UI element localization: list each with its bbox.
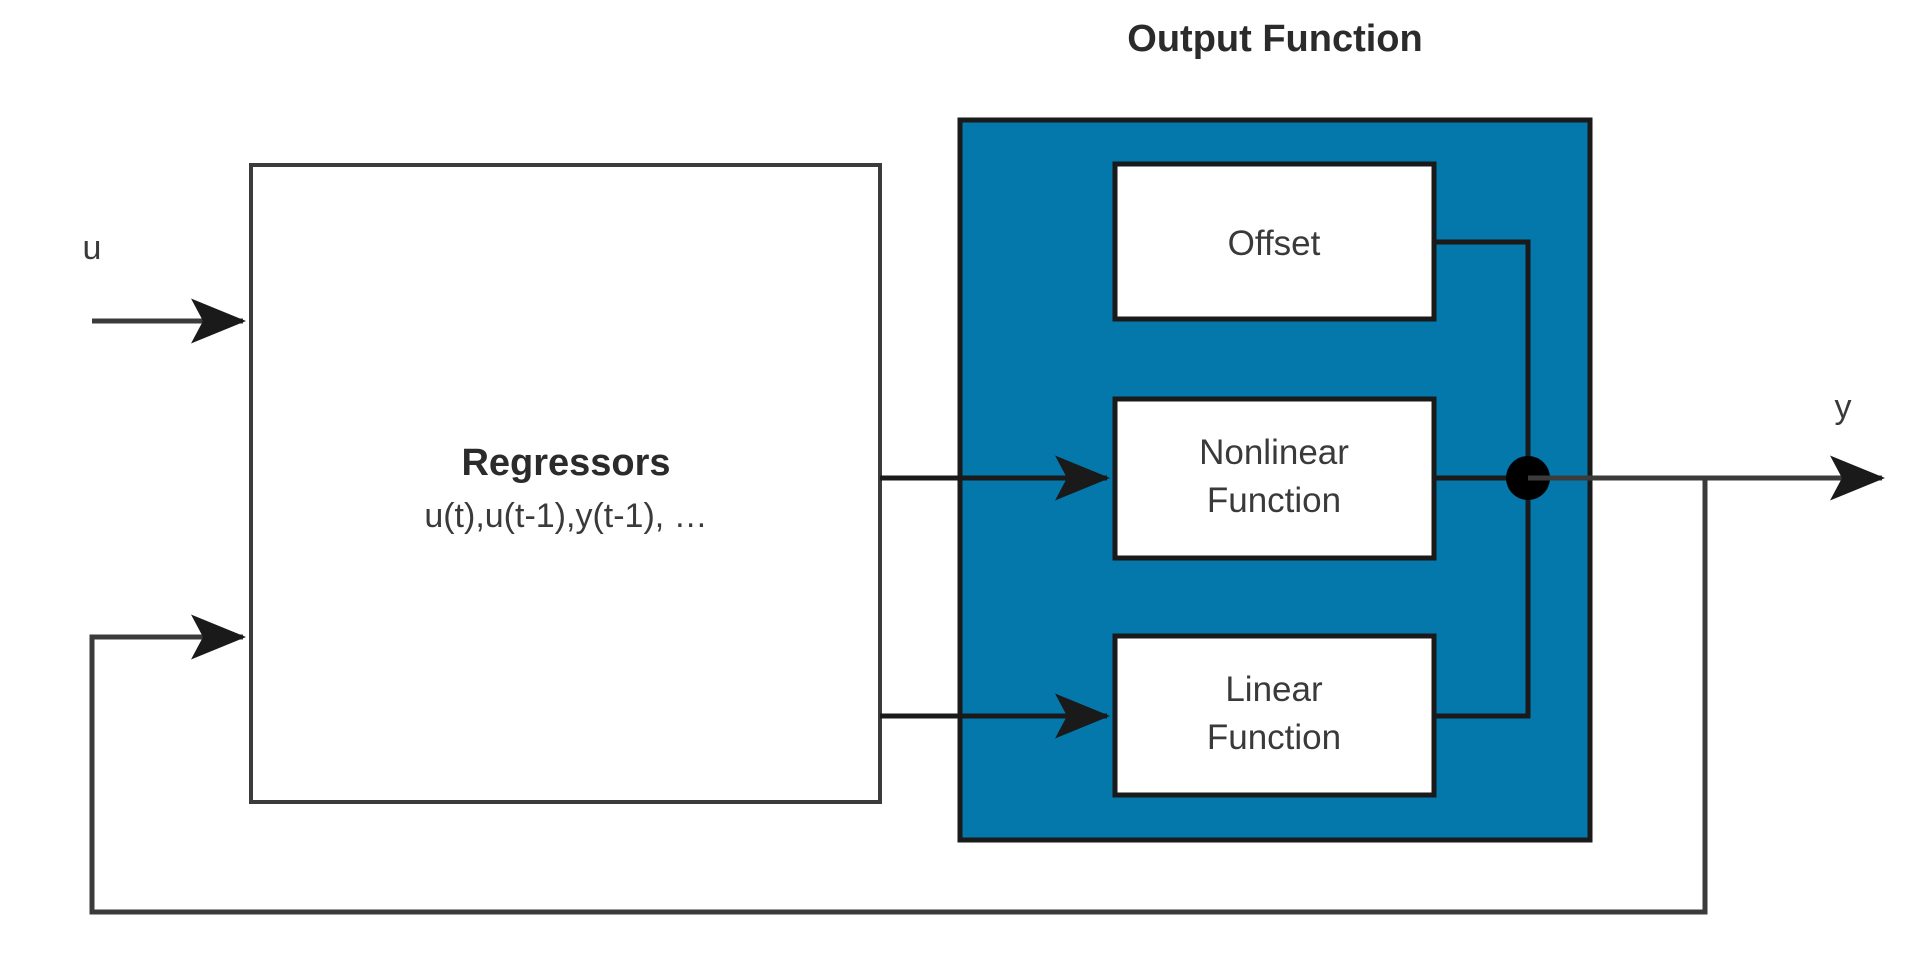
nonlinear-function-block-label-line2: Function [1207, 481, 1341, 520]
output-signal-label: y [1835, 388, 1852, 426]
linear-to-junction-wire [1434, 478, 1531, 719]
regressors-subtitle: u(t),u(t-1),y(t-1), … [424, 497, 707, 535]
output-function-title: Output Function [1127, 18, 1422, 60]
feedback-loop-wire [89, 478, 1708, 915]
nonlinear-function-block [1112, 396, 1437, 561]
offset-block [1112, 161, 1437, 322]
regressors-title: Regressors [461, 442, 670, 484]
linear-function-block-label-line1: Linear [1225, 670, 1323, 709]
input-signal-label: u [83, 229, 102, 267]
offset-block-label: Offset [1228, 224, 1321, 263]
nonlinear-function-block-label-line1: Nonlinear [1199, 433, 1349, 472]
linear-function-block-label-line2: Function [1207, 718, 1341, 757]
offset-to-junction-wire [1434, 239, 1531, 478]
regressors-block [249, 163, 882, 804]
linear-function-block [1112, 633, 1437, 798]
